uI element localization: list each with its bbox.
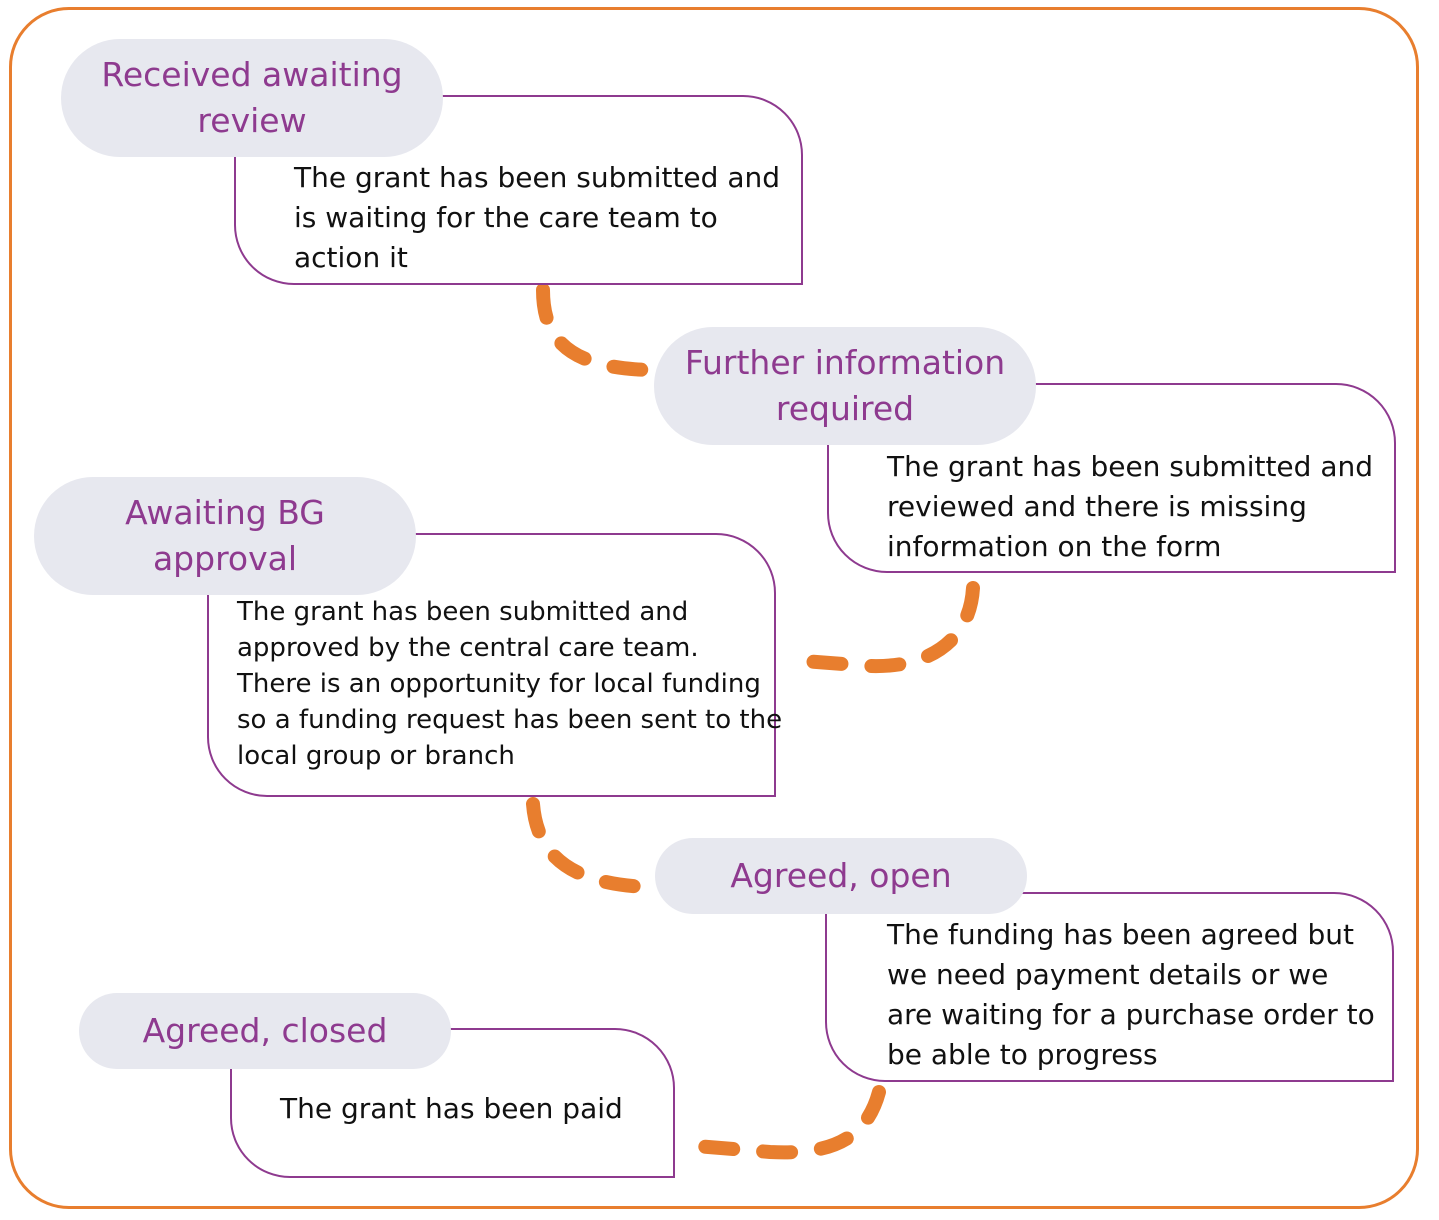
stage-4-description: The funding has been agreed but we need … [887, 918, 1375, 1071]
diagram-frame [9, 7, 1419, 1209]
stage-3-description-box [207, 533, 776, 797]
stage-4-title: Agreed, open [655, 838, 1027, 914]
stage-2-description: The grant has been submitted and reviewe… [887, 450, 1374, 563]
stage-3-title: Awaiting BG approval [34, 477, 416, 595]
connector-2-3 [783, 581, 980, 674]
stage-1-title: Received awaiting review [61, 39, 443, 157]
stage-3-description: The grant has been submitted and approve… [237, 597, 783, 771]
stage-5-title: Agreed, closed [79, 993, 451, 1069]
connector-1-2 [536, 283, 657, 377]
connector-3-4 [526, 797, 655, 894]
stage-2-title: Further information required [654, 327, 1036, 445]
connector-4-5 [677, 1085, 886, 1160]
stage-5-description: The grant has been paid [280, 1092, 623, 1125]
stage-4-description-box [825, 892, 1394, 1082]
stage-1-description: The grant has been submitted and is wait… [294, 161, 781, 274]
